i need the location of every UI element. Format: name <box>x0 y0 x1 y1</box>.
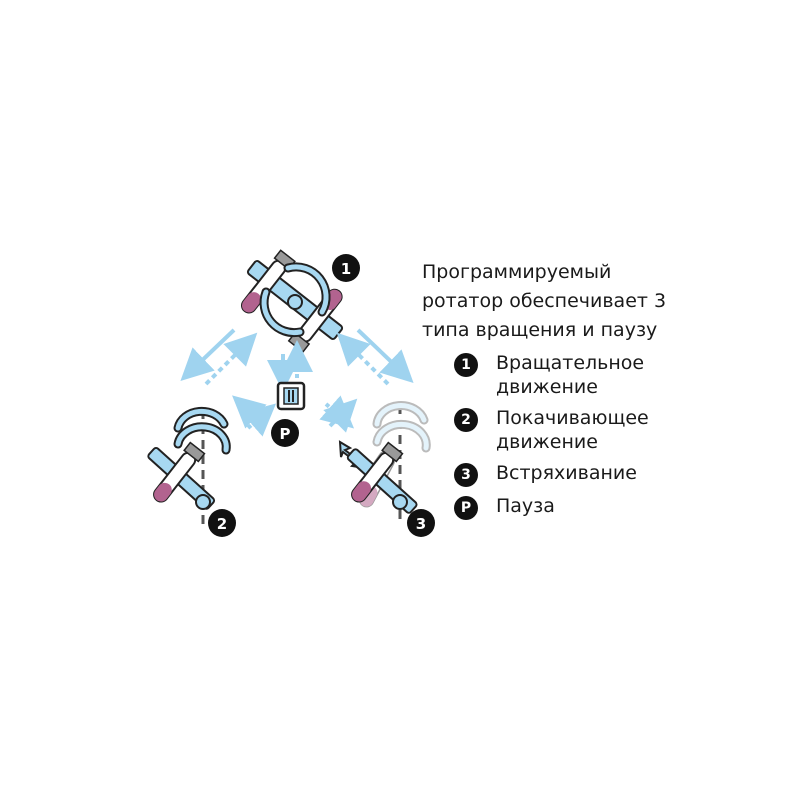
svg-text:1: 1 <box>341 260 351 278</box>
legend-item-rocking: 2 Покачивающее движение <box>454 406 800 454</box>
rotation-illustration <box>240 249 344 353</box>
legend: Программируемый ротатор обеспечивает 3 т… <box>422 258 782 527</box>
badge-icon: P <box>454 496 478 520</box>
badge-pause: P <box>271 419 299 447</box>
legend-item-rotation: 1 Вращательное движение <box>454 351 800 399</box>
test-tube-icon <box>153 441 206 503</box>
pause-icon <box>276 381 306 411</box>
transition-arrows <box>180 328 414 437</box>
legend-item-label: Пауза <box>496 495 555 517</box>
svg-text:2: 2 <box>217 515 227 533</box>
legend-title: Программируемый ротатор обеспечивает 3 т… <box>422 261 667 341</box>
legend-item-pause: P Пауза <box>454 494 800 520</box>
badge-rotation: 1 <box>332 254 360 282</box>
test-tube-icon <box>351 441 404 503</box>
legend-item-shaking: 3 Встряхивание <box>454 461 800 487</box>
legend-item-label: Вращательное движение <box>496 352 645 398</box>
legend-item-label: Покачивающее движение <box>496 407 649 453</box>
badge-shaking: 3 <box>407 509 435 537</box>
badge-icon: 2 <box>454 408 478 432</box>
rocking-illustration <box>147 406 231 525</box>
svg-text:3: 3 <box>416 515 426 533</box>
badge-icon: 1 <box>454 353 478 377</box>
legend-list: 1 Вращательное движение 2 Покачивающее д… <box>454 351 800 520</box>
svg-text:P: P <box>280 425 291 443</box>
shaking-illustration <box>338 401 431 525</box>
badge-icon: 3 <box>454 463 478 487</box>
legend-item-label: Встряхивание <box>496 462 637 484</box>
badge-rocking: 2 <box>208 509 236 537</box>
